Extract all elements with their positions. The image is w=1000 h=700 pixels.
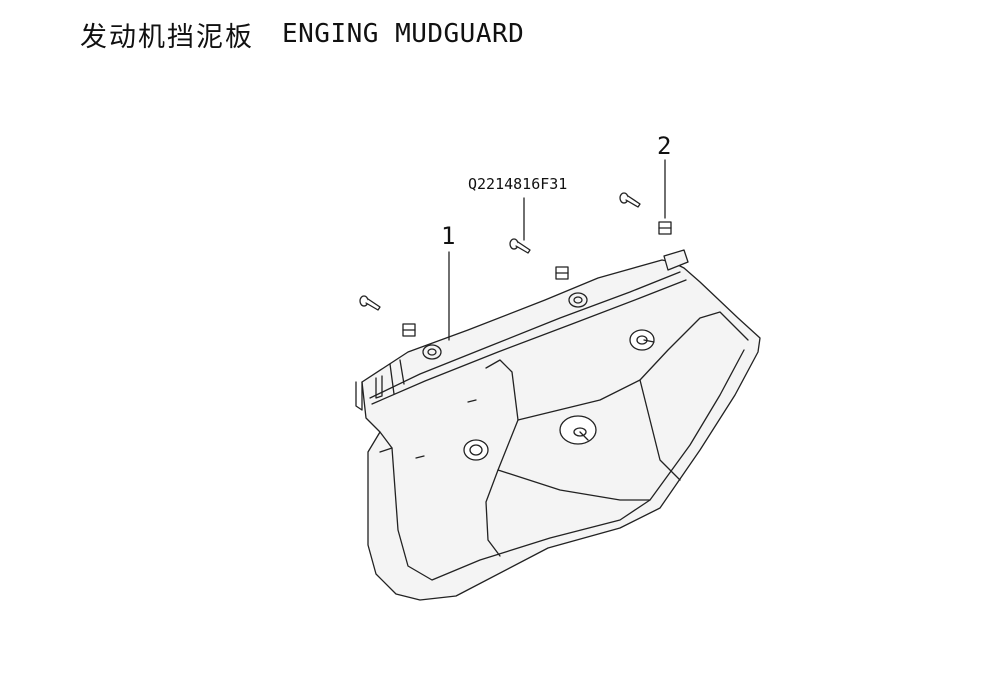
screw-3 bbox=[619, 192, 641, 208]
clip-2 bbox=[555, 266, 569, 280]
title-english: ENGING MUDGUARD bbox=[282, 19, 525, 49]
mudguard-panel bbox=[355, 249, 761, 601]
screw-2 bbox=[509, 238, 531, 254]
title-chinese: 发动机挡泥板 bbox=[80, 21, 254, 53]
page-title: 发动机挡泥板 ENGING MUDGUARD bbox=[80, 14, 524, 54]
callout-1: 1 bbox=[441, 222, 455, 250]
callout-2: 2 bbox=[657, 132, 671, 160]
clip-1 bbox=[402, 323, 416, 337]
screw-1 bbox=[359, 295, 381, 311]
part-number-label: Q2214816F31 bbox=[468, 175, 567, 193]
clip-3 bbox=[658, 221, 672, 235]
